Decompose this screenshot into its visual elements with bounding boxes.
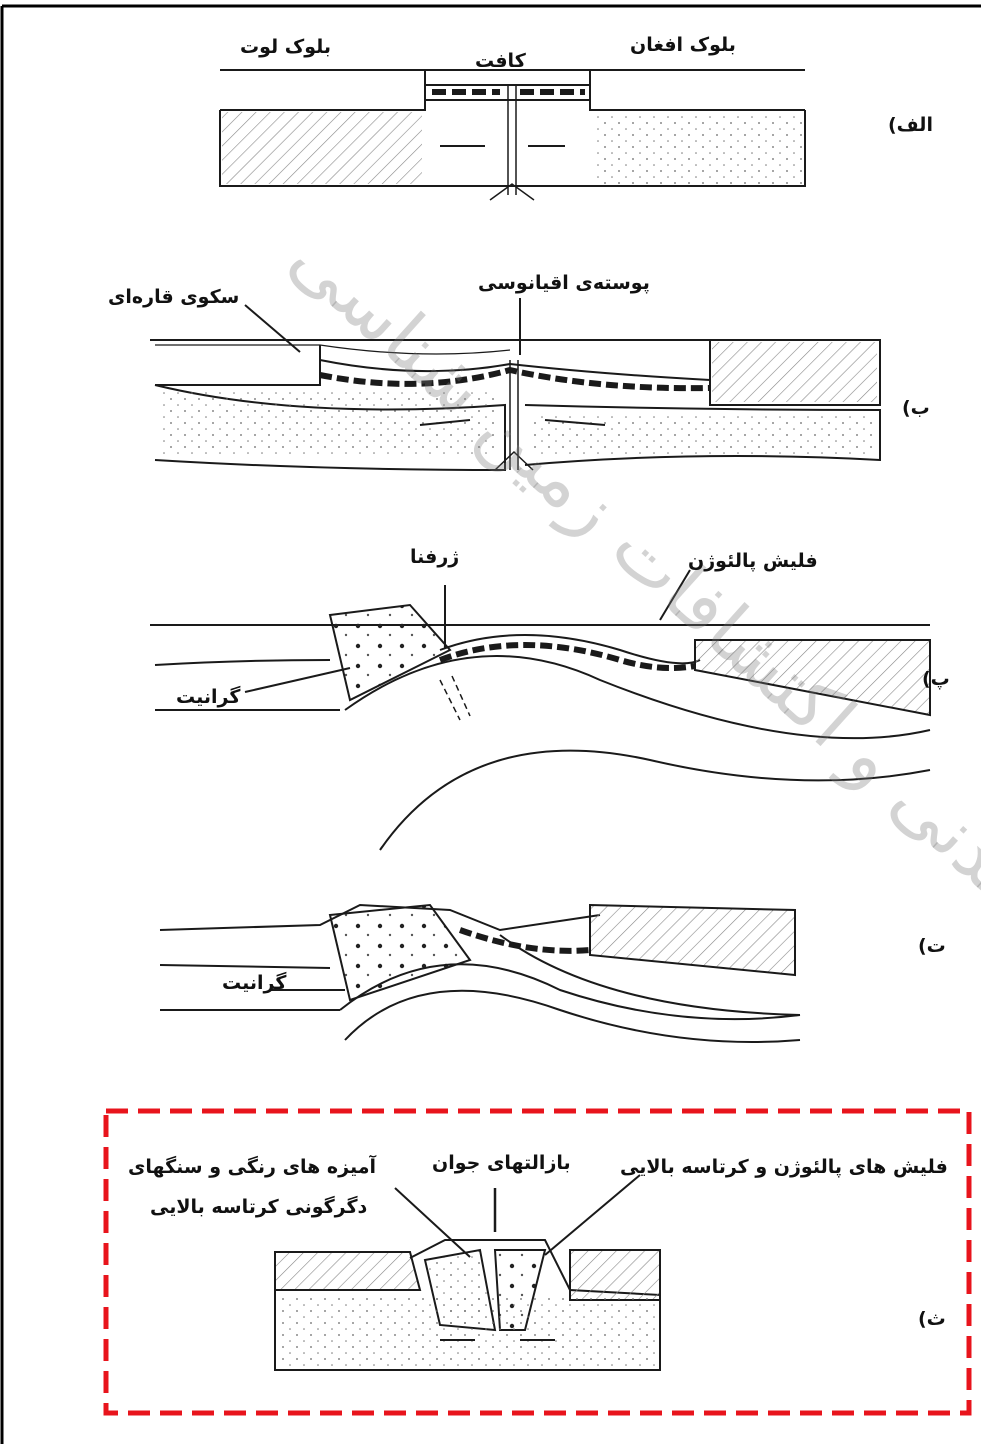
- panel-tag-a: الف): [888, 114, 933, 136]
- label-paleogene-flysch: فلیش پالئوژن: [688, 550, 818, 574]
- panel-tag-c: پ): [922, 668, 950, 690]
- panel-c-diagram: [150, 570, 930, 850]
- panel-tag-e: ث): [918, 1308, 946, 1330]
- label-afghan-block: بلوک افغان: [630, 34, 736, 58]
- panel-tag-b: ب): [902, 397, 930, 419]
- label-flysch-cretaceous: فلیش های پالئوژن و کرتاسه بالایی: [620, 1156, 948, 1180]
- label-rift: کافت: [475, 50, 526, 74]
- label-lut-block: بلوک لوت: [240, 36, 331, 60]
- label-granite-c: گرانیت: [176, 686, 240, 710]
- label-continental-platform: سکوی قاره‌ای: [108, 286, 239, 310]
- label-melange-line1: آمیزه های رنگی و سنگهای: [128, 1156, 376, 1180]
- label-young-basalts: بازالتهای جوان: [432, 1152, 571, 1176]
- panel-b-diagram: [150, 298, 880, 470]
- label-trench: ژرفنا: [410, 546, 459, 570]
- label-oceanic-crust: پوسته‌ی اقیانوسی: [478, 272, 650, 296]
- label-melange-line2: دگرگونی کرتاسه بالایی: [150, 1196, 367, 1220]
- label-granite-d: گرانیت: [222, 972, 286, 996]
- panel-tag-d: ت): [918, 935, 946, 957]
- panel-a-diagram: [220, 70, 805, 200]
